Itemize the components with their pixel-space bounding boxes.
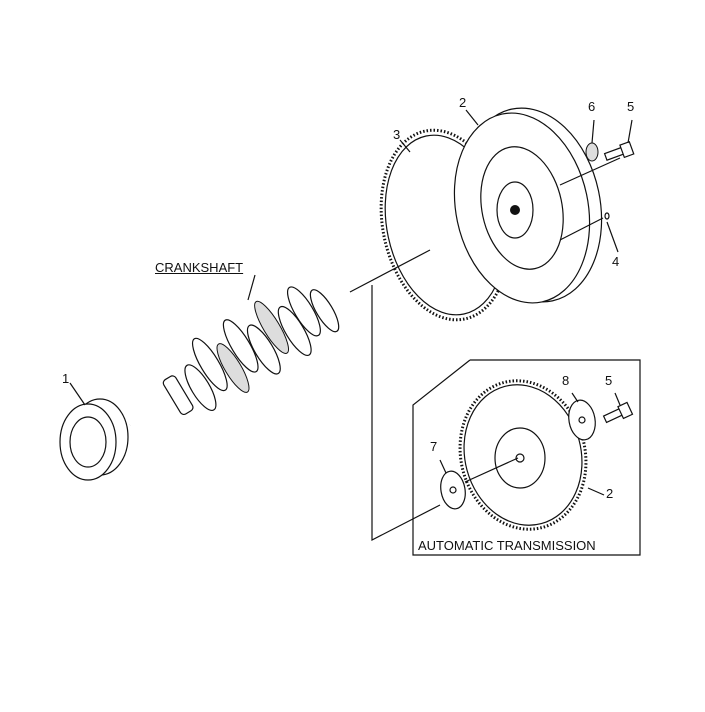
part-label-2-at: 2 (606, 486, 614, 501)
crankshaft-label: CRANKSHAFT (155, 260, 244, 275)
nut (585, 119, 599, 162)
part-label-5: 5 (627, 99, 635, 114)
part-label-3: 3 (393, 127, 401, 142)
part-label-8: 8 (562, 373, 570, 388)
part-label-6: 6 (588, 99, 596, 114)
part-label-2: 2 (459, 95, 467, 110)
inset-title: AUTOMATIC TRANSMISSION (418, 538, 596, 553)
crank-pulley (59, 382, 129, 481)
part-label-7: 7 (430, 439, 438, 454)
leader-line (349, 249, 431, 293)
part-label-4: 4 (612, 254, 620, 269)
bolt (603, 119, 635, 161)
dowel-pin (604, 212, 619, 253)
part-label-5-at: 5 (605, 373, 613, 388)
plate-7 (439, 457, 519, 510)
crankshaft (128, 274, 352, 428)
inset-box (412, 359, 641, 556)
flex-plate (458, 379, 605, 531)
at-bolt (602, 392, 634, 424)
plate-8 (568, 392, 596, 441)
leader-line (371, 285, 441, 541)
part-label-1: 1 (62, 371, 70, 386)
flywheel (453, 107, 621, 304)
